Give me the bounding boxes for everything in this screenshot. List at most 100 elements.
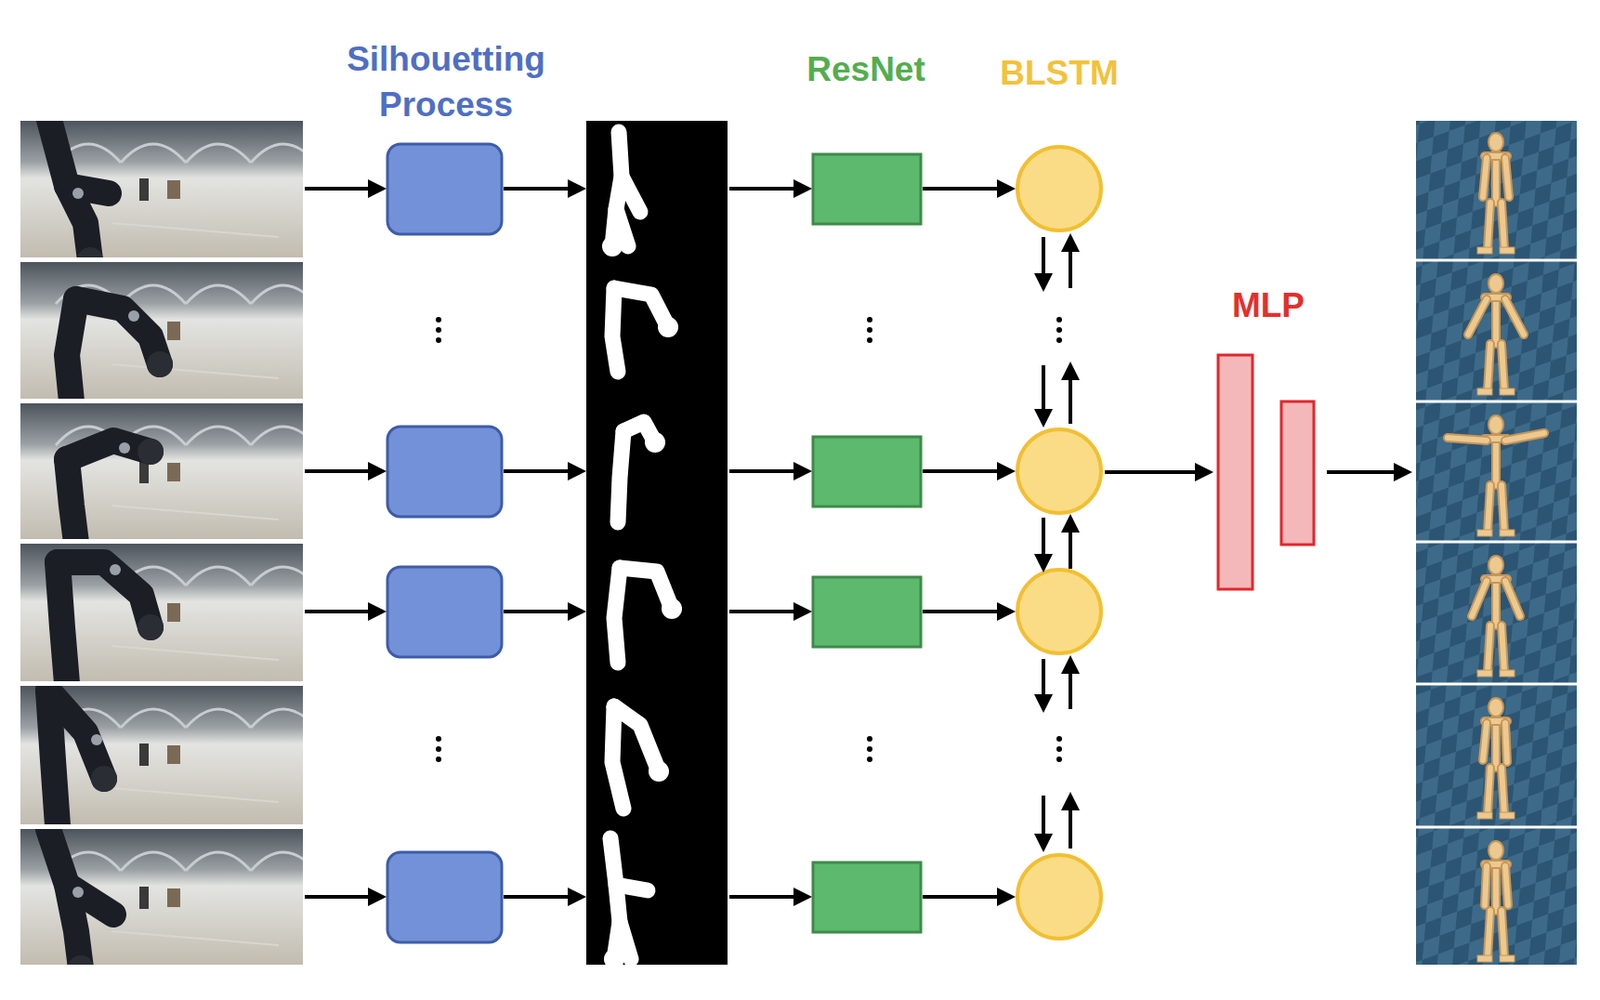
figure-limb-fill <box>1482 722 1487 761</box>
flow-arrow <box>729 894 809 899</box>
silhouetting-box <box>387 566 502 657</box>
simulation-panel <box>1416 120 1577 965</box>
flow-arrow <box>1068 658 1073 709</box>
blstm-cell <box>1017 854 1102 939</box>
figure-limb-fill <box>1501 910 1505 958</box>
figure-foot <box>1499 247 1515 254</box>
ceiling-arc <box>185 426 251 446</box>
ellipsis-dot <box>866 337 873 343</box>
flow-arrow <box>304 609 383 614</box>
mocap-marker <box>91 734 103 746</box>
blstm-cell <box>1017 146 1102 231</box>
figure-limb <box>1505 157 1509 197</box>
mocap-marker <box>118 442 131 454</box>
figure-limb <box>1468 299 1487 335</box>
ellipsis-dot <box>866 327 873 333</box>
performer-body <box>66 884 114 915</box>
flow-arrow <box>503 609 583 614</box>
figure-limb-fill <box>1501 625 1505 672</box>
flow-arrow <box>922 894 1012 899</box>
performer-head <box>137 614 164 641</box>
figure-head <box>1488 415 1504 434</box>
figure-limb <box>1501 343 1505 391</box>
silhouette-head <box>657 316 679 338</box>
video-frame <box>20 120 303 258</box>
ceiling-arc <box>120 852 186 871</box>
ceiling-arc <box>185 566 251 586</box>
ellipsis-dot <box>1056 756 1063 762</box>
background-person <box>139 743 149 766</box>
figure-limb <box>1484 865 1487 905</box>
figure-head <box>1488 840 1504 860</box>
floor-mark <box>111 222 279 237</box>
wooden-figure <box>1468 274 1524 395</box>
figure-head <box>1488 274 1504 293</box>
silhouette-body <box>617 431 624 523</box>
silhouette-body <box>616 884 648 891</box>
figure-limb-fill <box>1487 767 1491 814</box>
figure-limb <box>1487 343 1491 391</box>
flow-arrow <box>1068 795 1073 849</box>
figure-limb-fill <box>1505 865 1509 905</box>
ellipsis-dot <box>435 756 442 762</box>
silhouetting-box <box>387 852 502 943</box>
flow-arrow <box>922 469 1012 473</box>
resnet-box <box>813 577 921 647</box>
ceiling-arc <box>185 852 251 871</box>
room-background <box>20 685 303 825</box>
figure-limb-fill <box>1487 625 1491 672</box>
figure-head <box>1488 697 1504 717</box>
mlp-layer <box>1218 354 1253 590</box>
stage-heading: ResNet <box>763 47 969 93</box>
figure-limb <box>1487 202 1491 250</box>
ceiling-arc <box>250 708 303 728</box>
figure-limb <box>1482 157 1487 197</box>
figure-foot <box>1477 669 1493 677</box>
ceiling-arc <box>120 144 186 163</box>
figure-limb-fill <box>1487 202 1491 250</box>
figure-limb <box>1505 722 1508 762</box>
ellipsis-dot <box>866 316 873 323</box>
ceiling-arc <box>250 566 303 586</box>
performer-body <box>76 299 160 365</box>
wooden-figure <box>1447 415 1545 537</box>
ellipsis-dot <box>435 735 442 742</box>
figure-limb-fill <box>1501 202 1505 250</box>
background-object <box>167 180 181 199</box>
figure-limb <box>1487 910 1491 958</box>
ellipsis-dot <box>435 327 442 333</box>
flow-arrow <box>922 186 1012 191</box>
mocap-marker <box>72 187 84 199</box>
figure-foot <box>1477 247 1493 254</box>
figure-limb-fill <box>1501 485 1505 532</box>
silhouette-head <box>603 948 625 970</box>
figure-limb <box>1505 580 1521 617</box>
floor-mark <box>111 364 279 379</box>
ellipsis-dot <box>435 746 442 752</box>
silhouette-body <box>612 288 618 372</box>
ceiling-arc <box>185 144 251 163</box>
flow-arrow <box>1068 517 1073 569</box>
video-frame <box>20 403 303 539</box>
figure-limb <box>1447 437 1487 441</box>
stage-heading: BLSTM <box>957 51 1162 97</box>
figure-limb-fill <box>1468 299 1487 335</box>
performer-body <box>48 690 58 825</box>
figure-limb-fill <box>1501 343 1505 391</box>
performer-body <box>66 459 77 539</box>
video-frame <box>20 828 303 965</box>
floor-mark <box>111 505 279 520</box>
flow-arrow <box>729 609 809 614</box>
ceiling-arc <box>250 852 303 871</box>
figure-foot <box>1499 812 1515 819</box>
ellipsis-dot <box>866 746 873 752</box>
ellipsis-dot <box>866 735 873 742</box>
figure-limb-fill <box>1482 157 1487 197</box>
figure-limb-fill <box>1505 157 1509 197</box>
stage-heading: Silhouetting Process <box>306 37 586 129</box>
figure-limb <box>1505 865 1509 905</box>
figure-limb <box>1501 202 1505 250</box>
wooden-figure <box>1477 132 1515 254</box>
figure-limb-fill <box>1487 485 1491 532</box>
